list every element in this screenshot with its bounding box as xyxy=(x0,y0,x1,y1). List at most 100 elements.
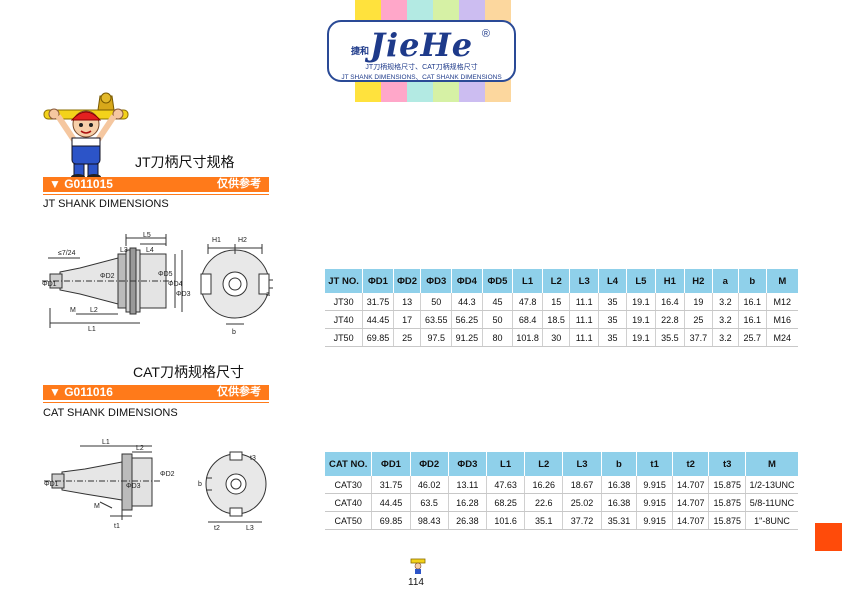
jt-table-cell: 69.85 xyxy=(362,328,394,347)
jt-label-h2: H2 xyxy=(238,237,247,244)
page-mascot-icon xyxy=(410,558,426,574)
jt-header-cell: ΦD2 xyxy=(393,269,422,293)
jt-label-h1: H1 xyxy=(212,237,221,244)
jt-table-cell: 97.5 xyxy=(420,328,453,347)
jt-label-l1: L1 xyxy=(88,326,96,333)
jt-table-cell: 17 xyxy=(393,310,422,329)
header-subtitle-cn: JT刀柄规格尺寸、CAT刀柄规格尺寸 xyxy=(365,64,478,71)
cat-table-cell: 15.875 xyxy=(708,511,746,530)
jt-table-cell: 45 xyxy=(482,293,514,311)
jt-label-l5: L5 xyxy=(143,232,151,239)
cat-header-cell: ΦD2 xyxy=(410,452,449,476)
cat-header-cell: ΦD1 xyxy=(371,452,411,476)
cat-table-cell: 31.75 xyxy=(371,476,411,494)
jt-label-b: b xyxy=(232,329,236,336)
jt-table-cell: 22.8 xyxy=(655,310,686,329)
jt-table-cell: 25.7 xyxy=(738,328,767,347)
jt-label-l3: L3 xyxy=(120,247,128,254)
jt-header-cell: ΦD3 xyxy=(420,269,453,293)
cat-table-cell: 13.11 xyxy=(448,476,488,494)
cat-label-l1: L1 xyxy=(102,439,110,446)
cat-shank-drawing: L1 L2 ΦD1 ΦD2 ΦD3 M t1 t3 t2 L3 b xyxy=(44,439,267,532)
cat-label-b: b xyxy=(198,481,202,488)
jt-table-cell: 16.1 xyxy=(738,293,767,311)
cat-table-cell: 1"-8UNC xyxy=(745,511,798,530)
jt-header-cell: H1 xyxy=(655,269,686,293)
cat-table-cell: 16.38 xyxy=(601,476,638,494)
jt-table-cell: 19.1 xyxy=(626,293,656,311)
jt-table-cell: 47.8 xyxy=(512,293,543,311)
jt-header-cell: L2 xyxy=(542,269,571,293)
cat-table-cell: 14.707 xyxy=(672,476,710,494)
brand-prefix: 捷和 xyxy=(351,46,370,56)
jt-label-l2: L2 xyxy=(90,307,98,314)
jt-table-cell: 25 xyxy=(393,328,422,347)
jt-table-cell: 19.1 xyxy=(626,328,656,347)
cat-table-cell: 69.85 xyxy=(371,511,411,530)
jt-table-cell: 50 xyxy=(420,293,453,311)
cat-header-cell: L1 xyxy=(486,452,526,476)
page-number: 114 xyxy=(408,577,424,588)
cat-header-cell: L3 xyxy=(562,452,602,476)
jt-table-cell: JT50 xyxy=(325,328,364,347)
jt-table-cell: 68.4 xyxy=(512,310,543,329)
cat-header-cell: b xyxy=(601,452,638,476)
cat-table-cell: 15.875 xyxy=(708,476,746,494)
jt-table-cell: 31.75 xyxy=(362,293,394,311)
jt-table-cell: 56.25 xyxy=(451,310,483,329)
jt-label-d3: ΦD3 xyxy=(176,291,191,298)
jt-table-cell: 35 xyxy=(598,328,628,347)
cat-table-cell: 47.63 xyxy=(486,476,526,494)
jt-table-cell: 25 xyxy=(684,310,713,329)
jt-header-cell: H2 xyxy=(684,269,713,293)
jt-table-cell: JT40 xyxy=(325,310,364,329)
cat-header-cell: ΦD3 xyxy=(448,452,488,476)
registered-mark: ® xyxy=(481,28,490,40)
jt-table-cell: JT30 xyxy=(325,293,364,311)
cat-title-en: CAT SHANK DIMENSIONS xyxy=(43,407,178,419)
cat-header-cell: CAT NO. xyxy=(325,452,373,476)
header-subtitle-en: JT SHANK DIMENSIONS、CAT SHANK DIMENSIONS xyxy=(341,74,502,81)
jt-table-cell: 30 xyxy=(542,328,571,347)
jt-table-cell: 11.1 xyxy=(569,310,599,329)
cat-table-cell: 16.28 xyxy=(448,493,488,512)
jt-table-cell: 3.2 xyxy=(712,293,740,311)
jt-table-cell: 16.1 xyxy=(738,310,767,329)
cat-label-d3: ΦD3 xyxy=(126,483,141,490)
jt-label-angle: ≤7/24 xyxy=(58,250,76,257)
jt-header-cell: ΦD4 xyxy=(451,269,483,293)
cat-label-m: M xyxy=(94,503,100,510)
cat-table-cell: 46.02 xyxy=(410,476,449,494)
jt-label-d5: ΦD5 xyxy=(158,271,173,278)
cat-label-t2: t2 xyxy=(214,525,220,532)
jt-shank-drawing: L5 L4 L3 L2 L1 ≤7/24 ΦD1 ΦD2 ΦD5 ΦD4 ΦD3… xyxy=(42,232,273,336)
jt-label-d1: ΦD1 xyxy=(42,281,57,288)
cat-header-cell: t3 xyxy=(708,452,746,476)
jt-label-l4: L4 xyxy=(146,247,154,254)
cat-label-d1: ΦD1 xyxy=(44,481,59,488)
jt-table-cell: 19.1 xyxy=(626,310,656,329)
cat-table-cell: 63.5 xyxy=(410,493,449,512)
jt-code: ▼ G011015 xyxy=(49,177,113,191)
cat-table-cell: 16.38 xyxy=(601,493,638,512)
jt-table-cell: M24 xyxy=(766,328,798,347)
cat-table-cell: 1/2-13UNC xyxy=(745,476,798,494)
jt-table-cell: 11.1 xyxy=(569,293,599,311)
cat-code: ▼ G011016 xyxy=(49,385,113,399)
jt-table-cell: 91.25 xyxy=(451,328,483,347)
jt-table-cell: 101.8 xyxy=(512,328,543,347)
jt-table-cell: 35 xyxy=(598,293,628,311)
cat-table-cell: 37.72 xyxy=(562,511,602,530)
jt-table-cell: 3.2 xyxy=(712,310,740,329)
jt-table-cell: 80 xyxy=(482,328,514,347)
jt-title-cn: JT刀柄尺寸规格 xyxy=(135,154,235,170)
